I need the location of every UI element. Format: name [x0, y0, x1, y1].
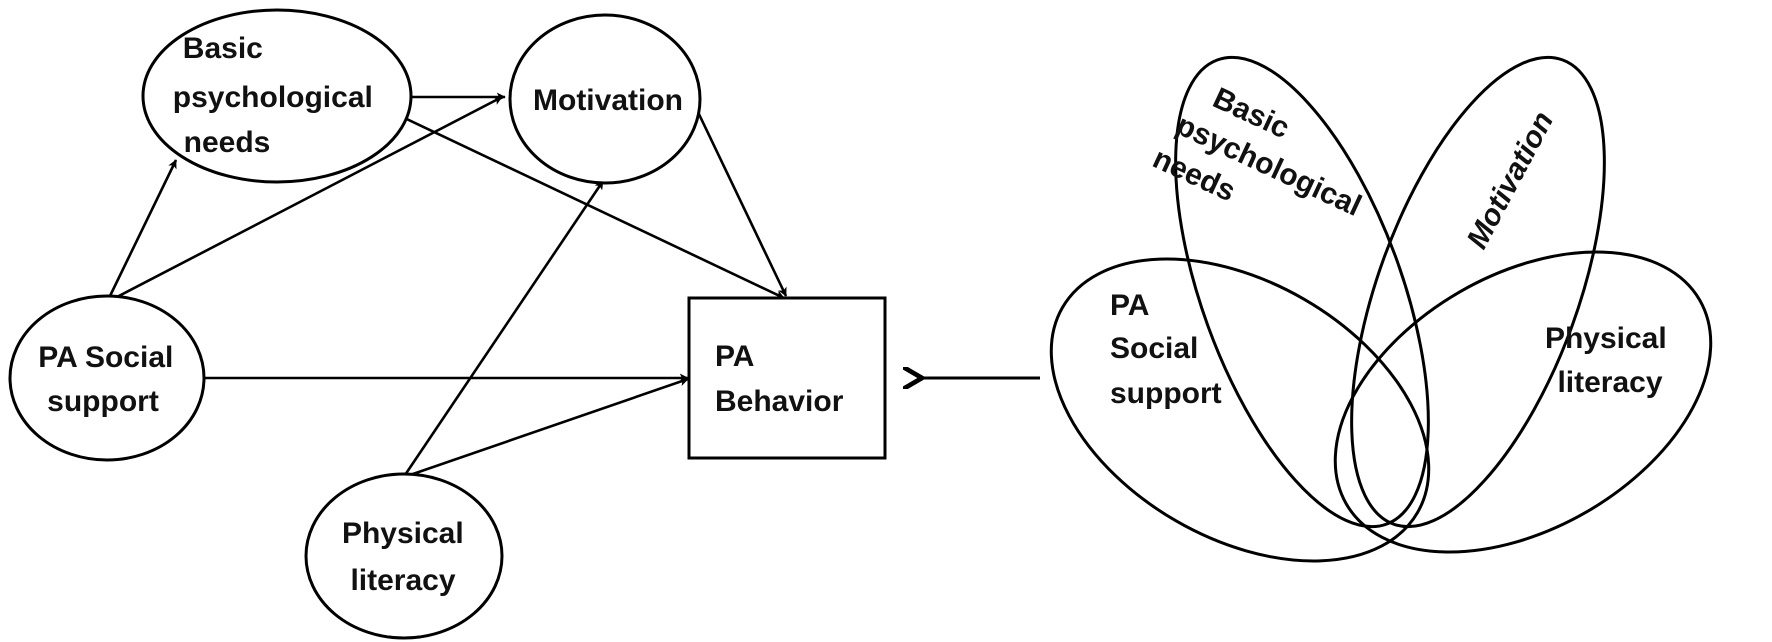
left-model-edges: [108, 92, 788, 477]
node-physical-literacy: Physical literacy: [304, 472, 504, 640]
petal-social-support-label: PA Social support: [1110, 289, 1222, 410]
node-physical-literacy-label: Physical literacy: [342, 517, 472, 597]
petal-physical-literacy: [1333, 250, 1713, 554]
edge-needs-to-behavior: [374, 102, 785, 300]
node-social-support: PA Social support: [8, 294, 206, 462]
petal-social-support: [1049, 257, 1431, 563]
edge-motivation-to-behavior: [695, 109, 788, 297]
petal-basic-needs: [1174, 55, 1430, 529]
petal-physical-literacy-label: Physical literacy: [1545, 322, 1675, 399]
edge-literacy-to-motivation: [403, 180, 605, 476]
node-behavior: PA Behavior: [687, 296, 887, 460]
edge-social-to-needs: [108, 159, 178, 297]
edge-literacy-to-behavior: [409, 377, 689, 477]
node-social-support-label: PA Social support: [38, 341, 181, 418]
petal-motivation: [1350, 55, 1606, 529]
right-model: Basic psychological needs Motivation PA …: [1049, 55, 1713, 563]
petal-motivation-label: Motivation: [1461, 106, 1561, 254]
node-basic-needs: Basic psychological needs: [141, 8, 413, 184]
node-behavior-label: PA Behavior: [715, 340, 844, 418]
node-motivation: Motivation: [508, 13, 702, 185]
edge-social-to-motivation: [114, 95, 503, 300]
node-basic-needs-label: Basic psychological needs: [173, 32, 381, 159]
node-motivation-label: Motivation: [533, 84, 683, 117]
